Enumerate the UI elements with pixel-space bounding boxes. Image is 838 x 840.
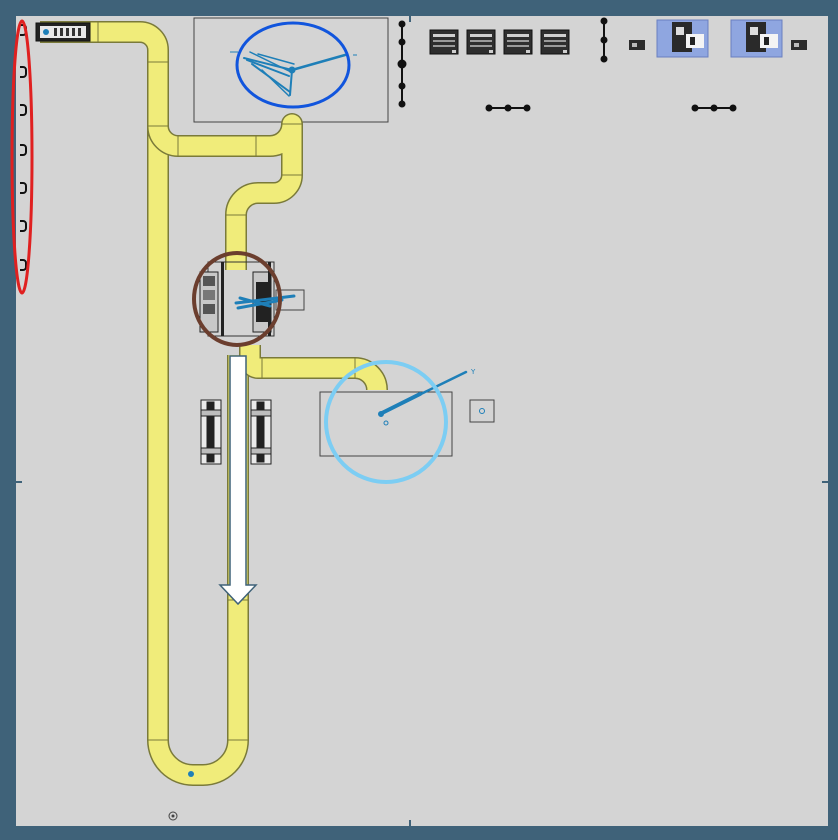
server-rack-icon[interactable] [466,29,496,55]
red-highlight-ellipse [10,19,34,295]
loop-marker-icon [20,104,27,116]
fixture-left[interactable] [200,399,222,465]
loop-marker-icon [20,220,27,232]
conveyor-path[interactable] [40,21,388,786]
blue-highlight-ellipse [235,21,351,109]
linear-guide-vertical-1[interactable] [397,20,407,108]
path-node-marker [188,771,194,777]
small-device-2[interactable] [791,40,807,50]
server-rack-icon[interactable] [540,29,570,55]
rack-row [429,29,570,55]
robot-arm-top[interactable] [243,51,347,97]
lower-cell-enclosure[interactable] [319,391,453,457]
edge-ticks [16,16,828,826]
loop-marker-icon [20,182,27,194]
flow-direction-arrow [218,355,258,606]
robot-top-crosshair [230,51,357,56]
server-rack-icon[interactable] [503,29,533,55]
loop-marker-icon [20,144,27,156]
linear-guide-horizontal-1[interactable] [485,104,531,112]
feeder-unit[interactable] [35,22,91,42]
server-rack-icon[interactable] [429,29,459,55]
small-device-1[interactable] [629,40,645,50]
loop-marker-icon [20,66,27,78]
robot-arm-lower[interactable] [378,370,468,426]
robot-axis-tag: Y [470,368,476,376]
linear-guide-horizontal-2[interactable] [691,104,737,112]
sensor-box[interactable] [469,399,495,423]
machine-device-selected-1[interactable] [656,19,709,58]
fixture-right[interactable] [250,399,272,465]
machine-device-selected-2[interactable] [730,19,783,58]
brown-highlight-ellipse [192,251,282,347]
lightblue-highlight-circle [324,360,448,484]
lamp-icon [168,811,178,821]
loop-marker-icon [20,259,27,271]
linear-guide-vertical-2[interactable] [600,17,608,63]
work-area[interactable] [16,16,828,826]
